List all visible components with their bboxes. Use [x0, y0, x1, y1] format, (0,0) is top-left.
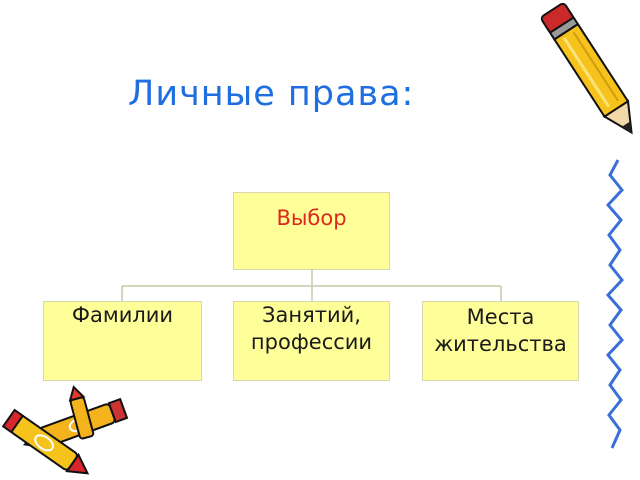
child-node-label: Фамилии	[71, 303, 174, 327]
child-node-residence: Места жительства	[422, 301, 579, 381]
child-node-surname: Фамилии	[43, 301, 202, 381]
child-node-label: Места жительства	[434, 305, 567, 356]
child-node-label: Занятий, профессии	[250, 303, 373, 354]
root-node-label: Выбор	[276, 206, 347, 230]
slide-title: Личные права:	[128, 74, 415, 114]
child-node-occupation: Занятий, профессии	[233, 301, 390, 381]
root-node: Выбор	[233, 192, 390, 270]
